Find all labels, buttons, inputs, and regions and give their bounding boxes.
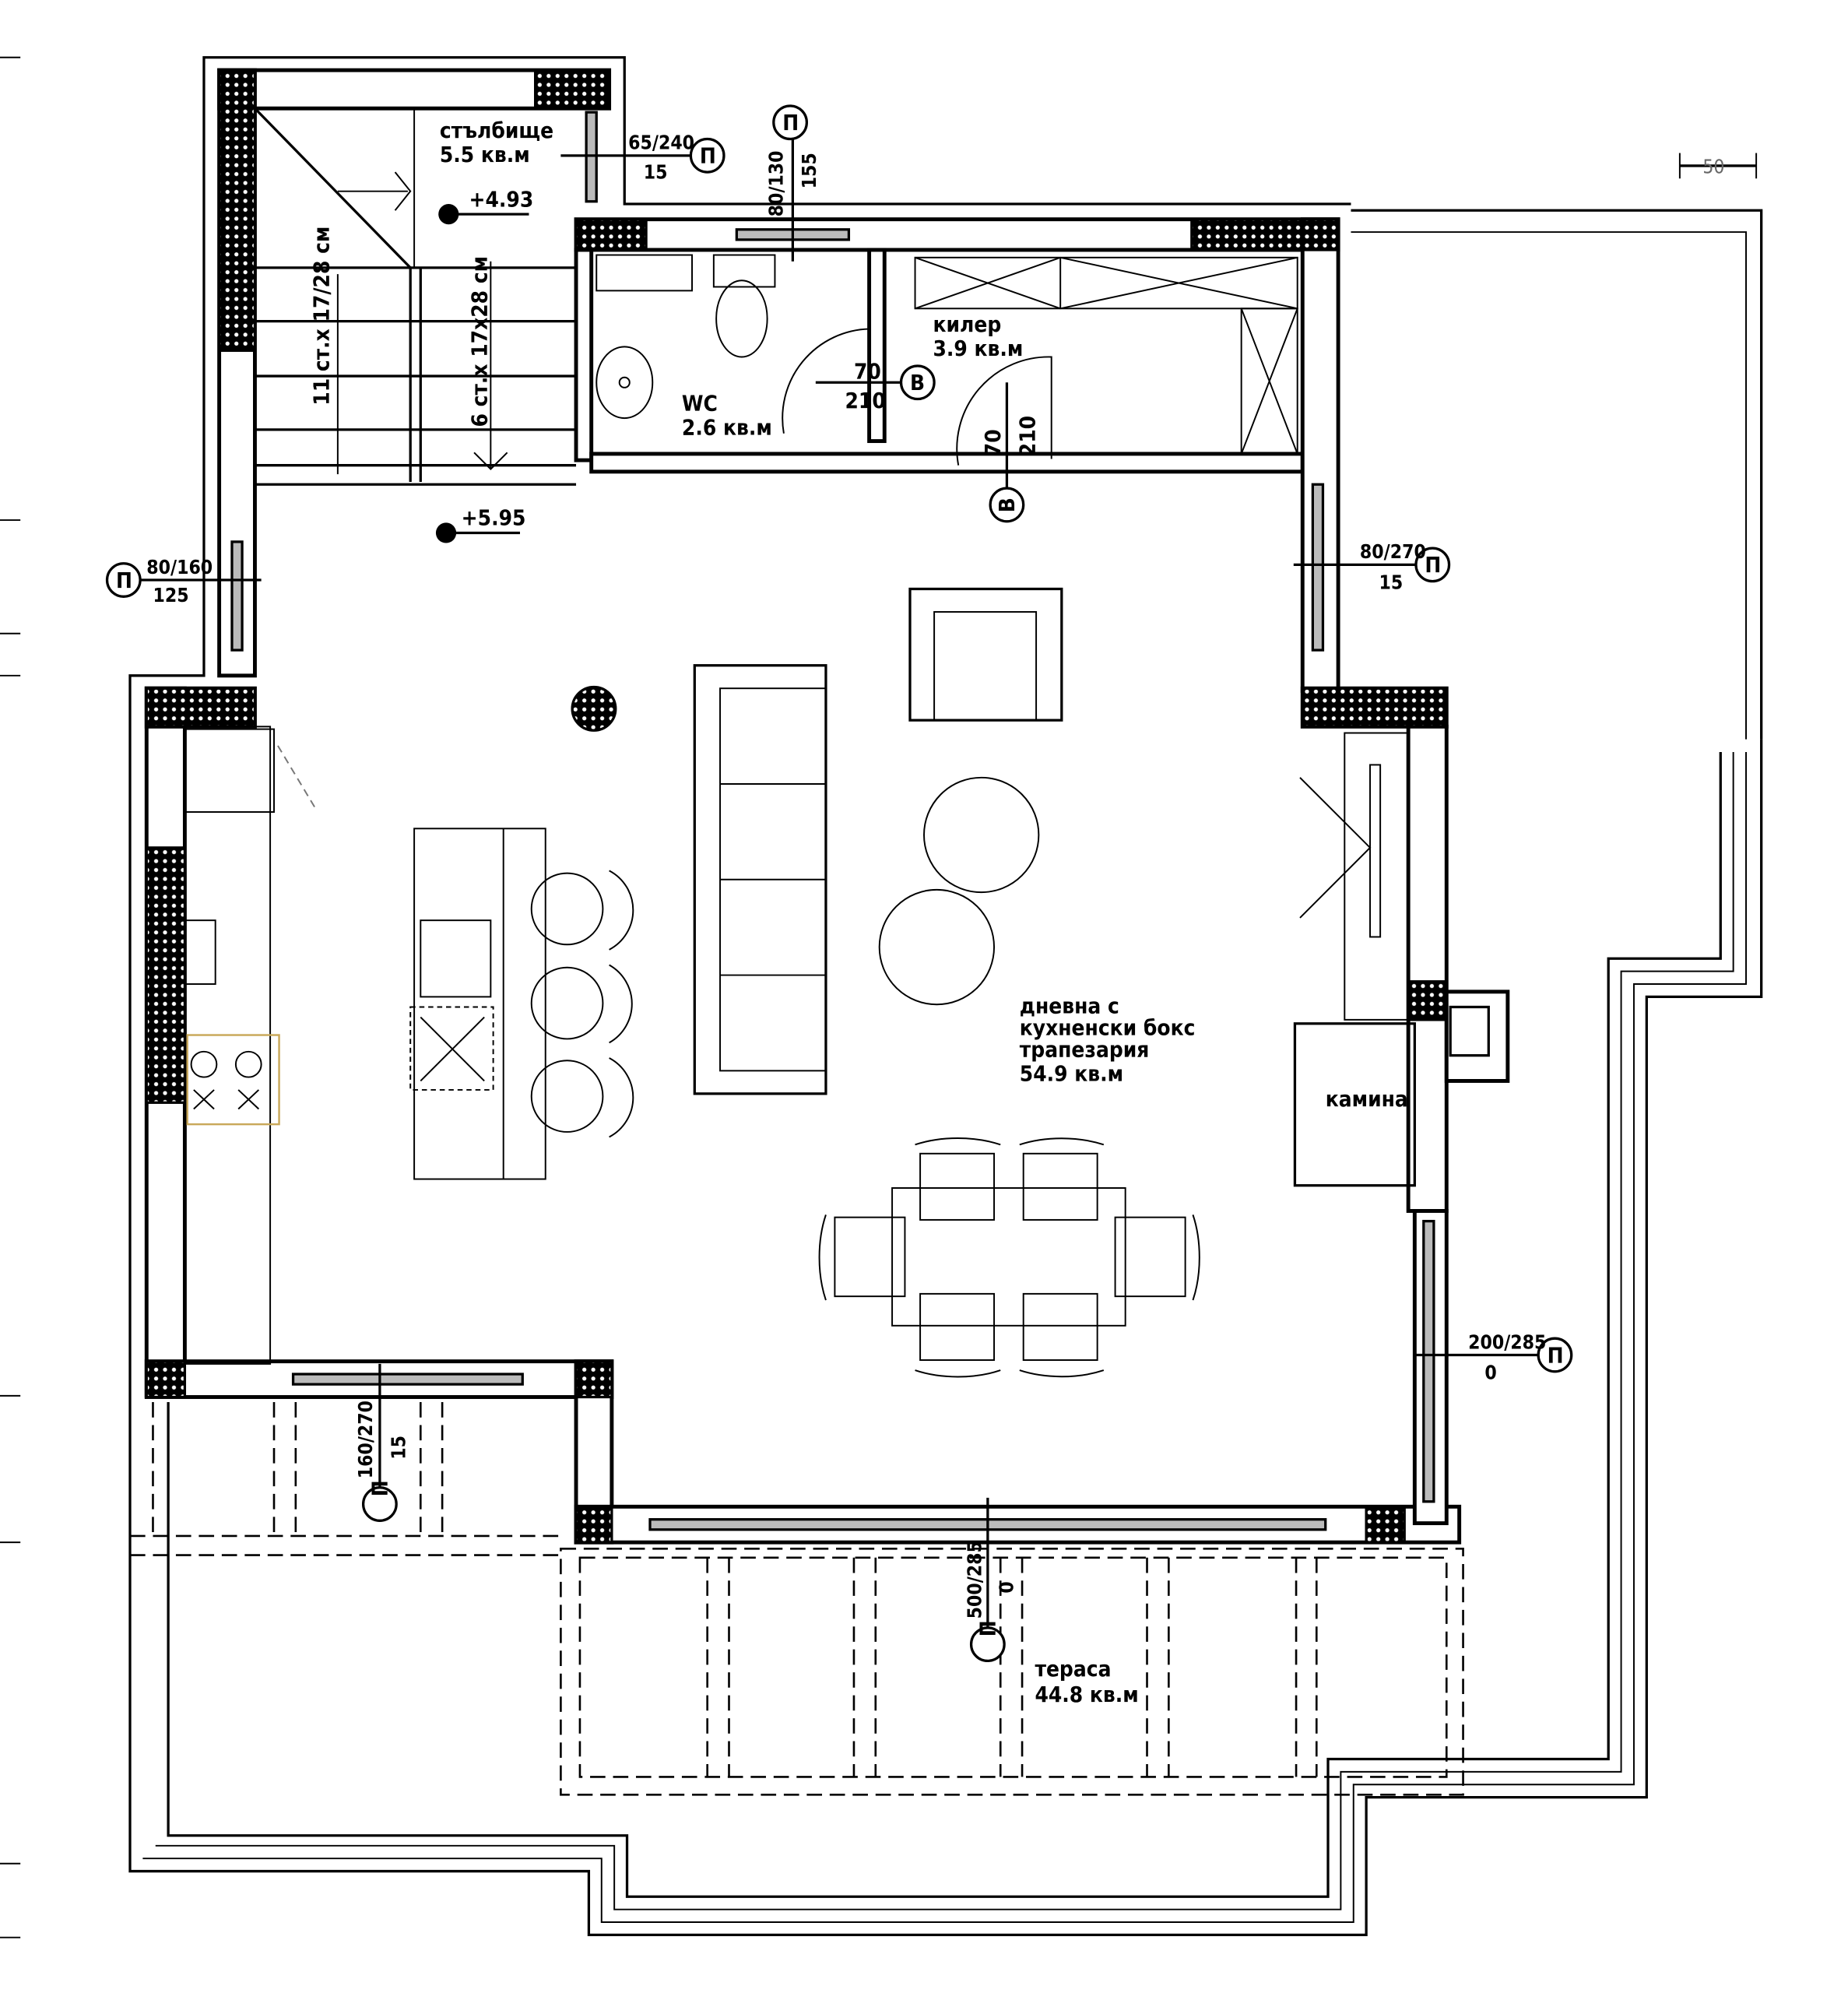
window-4-size: 80/270 xyxy=(1360,540,1426,563)
window-4-sill: 15 xyxy=(1379,571,1403,593)
window-5-tag: П xyxy=(1548,1342,1564,1368)
window-6-tag: П xyxy=(367,1480,393,1496)
living-furniture xyxy=(693,587,1490,1378)
room-name-wc: WC xyxy=(682,390,718,416)
room-name-stair: стълбище xyxy=(440,118,553,143)
room-area-storage: 3.9 кв.м xyxy=(933,336,1023,361)
window-6-size: 160/270 xyxy=(354,1401,377,1478)
window-1-size: 65/240 xyxy=(628,132,694,154)
room-name-living-1: дневна с xyxy=(1020,993,1119,1019)
level-stair: +4.93 xyxy=(469,186,534,212)
terrace-outline xyxy=(128,56,1763,1937)
kitchen xyxy=(184,726,634,1365)
room-area-wc: 2.6 кв.м xyxy=(682,414,772,440)
scale-mark: 50 xyxy=(1702,156,1724,178)
window-1-sill: 15 xyxy=(644,160,668,183)
staircase xyxy=(254,107,577,486)
window-7-size: 500/285 xyxy=(964,1541,986,1619)
wc-fixtures xyxy=(596,254,1052,466)
annotation-leaders xyxy=(105,104,1758,1663)
window-2-sill: 155 xyxy=(798,153,820,188)
level-living: +5.95 xyxy=(462,505,526,531)
fireplace-label: камина xyxy=(1326,1086,1408,1112)
door-2-height: 210 xyxy=(1014,416,1040,456)
door-1-width: 70 xyxy=(854,358,881,384)
windows xyxy=(230,111,1435,1531)
room-area-stair: 5.5 кв.м xyxy=(440,142,530,167)
storage-shelves xyxy=(914,256,1298,455)
window-3-tag: П xyxy=(116,568,132,593)
door-1-tag: В xyxy=(910,370,925,395)
stair-flight-2: 6 ст.х 17х28 см xyxy=(466,256,492,427)
window-2-tag: П xyxy=(782,110,799,135)
window-7-sill: 0 xyxy=(996,1581,1018,1593)
room-name-living-2: кухненски бокс xyxy=(1020,1015,1196,1041)
door-2-width: 70 xyxy=(980,429,1006,456)
window-6-sill: 15 xyxy=(388,1436,410,1460)
window-4-tag: П xyxy=(1425,552,1441,578)
window-5-size: 200/285 xyxy=(1468,1330,1546,1353)
pergola-dashed xyxy=(129,1402,1464,1796)
room-name-living-3: трапезария xyxy=(1020,1036,1150,1062)
labels: стълбище 5.5 кв.м +4.93 +5.95 11 ст.х 17… xyxy=(116,110,1724,1707)
room-name-storage: килер xyxy=(933,311,1001,337)
door-1-height: 210 xyxy=(845,388,885,413)
window-7-tag: П xyxy=(975,1620,1001,1636)
room-area-living: 54.9 кв.м xyxy=(1020,1060,1123,1086)
stair-flight-1: 11 ст.х 17/28 см xyxy=(308,227,334,406)
window-3-size: 80/160 xyxy=(146,556,213,578)
margin-ticks xyxy=(0,56,21,1938)
room-area-terrace: 44.8 кв.м xyxy=(1035,1682,1138,1707)
door-2-tag: В xyxy=(994,497,1020,512)
window-5-sill: 0 xyxy=(1484,1362,1496,1384)
window-3-sill: 125 xyxy=(153,584,188,606)
window-2-size: 80/130 xyxy=(764,151,787,217)
room-name-terrace: тераса xyxy=(1035,1656,1111,1682)
window-1-tag: П xyxy=(700,143,716,169)
columns xyxy=(145,69,1448,1544)
